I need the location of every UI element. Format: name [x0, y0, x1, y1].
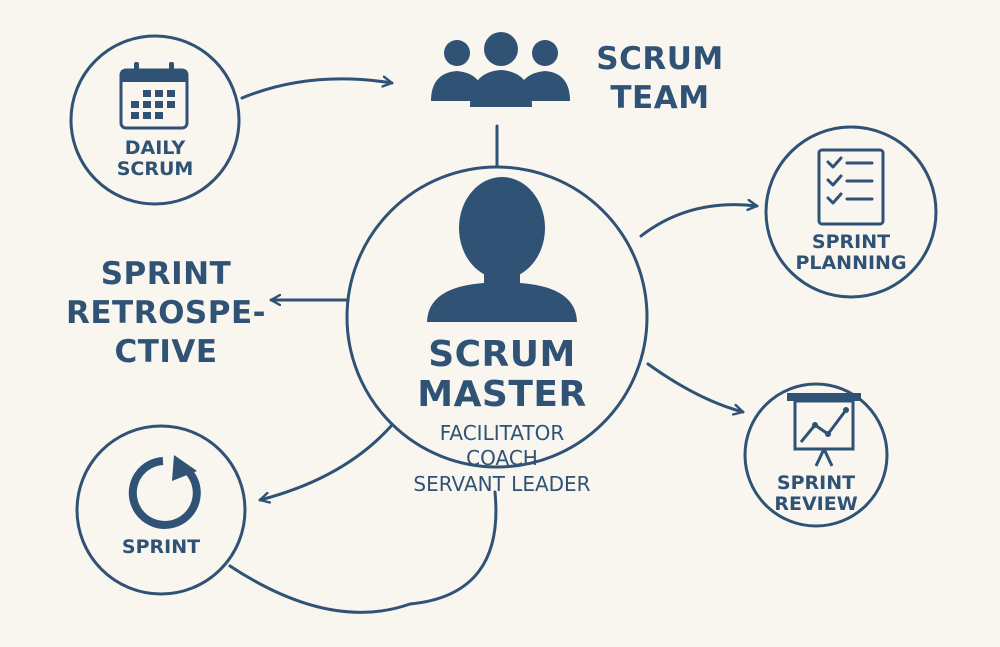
sprint-planning-label-line1: SPRINT — [811, 231, 891, 253]
sprint-planning-label-line2: PLANNING — [795, 252, 907, 275]
scrum-master-title-line1: SCRUM — [428, 334, 576, 375]
presentation-chart-icon — [787, 393, 861, 467]
daily-scrum-label-line2: SCRUM — [116, 158, 194, 181]
checklist-icon — [817, 148, 885, 226]
sprint-planning-label: SPRINT PLANNING — [781, 231, 921, 275]
person-icon — [427, 177, 577, 322]
calendar-icon — [119, 62, 189, 130]
cycle-icon — [128, 455, 201, 529]
arrow-to-sprint-review — [646, 362, 745, 412]
sprint-label-text: SPRINT — [121, 536, 201, 558]
scrum-team-label-line1: SCRUM — [596, 41, 724, 77]
role-servant-leader: SERVANT LEADER — [413, 471, 591, 496]
arrow-to-sprint — [258, 423, 394, 500]
daily-scrum-circle — [69, 34, 241, 206]
sprint-review-circle — [743, 382, 889, 528]
arrow-to-sprint-planning — [639, 205, 759, 238]
role-facilitator: FACILITATOR — [439, 421, 565, 445]
scrum-team-label-line2: TEAM — [610, 80, 710, 117]
retrospective-label-line3: CTIVE — [114, 334, 218, 371]
scrum-master-title-line2: MASTER — [417, 374, 587, 416]
sprint-retrospective-label: SPRINT RETROSPE- CTIVE — [66, 255, 266, 372]
sprint-review-label: SPRINT REVIEW — [756, 472, 876, 516]
scrum-team-label: SCRUM TEAM — [585, 40, 735, 118]
sprint-circle — [75, 424, 247, 596]
daily-scrum-label-line1: DAILY — [124, 137, 186, 159]
sprint-review-label-line1: SPRINT — [776, 472, 856, 494]
retrospective-label-line1: SPRINT — [100, 256, 232, 292]
sprint-review-label-line2: REVIEW — [774, 493, 858, 516]
sprint-loop-line — [228, 490, 498, 614]
scrum-master-title: SCRUM MASTER — [402, 334, 602, 416]
sprint-planning-circle — [764, 125, 938, 299]
retrospective-label-line2: RETROSPE- — [66, 295, 267, 332]
role-coach: COACH — [466, 446, 538, 471]
scrum-master-roles: FACILITATOR COACH SERVANT LEADER — [377, 421, 627, 497]
daily-scrum-label: DAILY SCRUM — [95, 137, 215, 181]
team-icon — [431, 32, 570, 107]
arrow-daily-to-team — [240, 79, 394, 100]
sprint-label: SPRINT — [101, 536, 221, 558]
